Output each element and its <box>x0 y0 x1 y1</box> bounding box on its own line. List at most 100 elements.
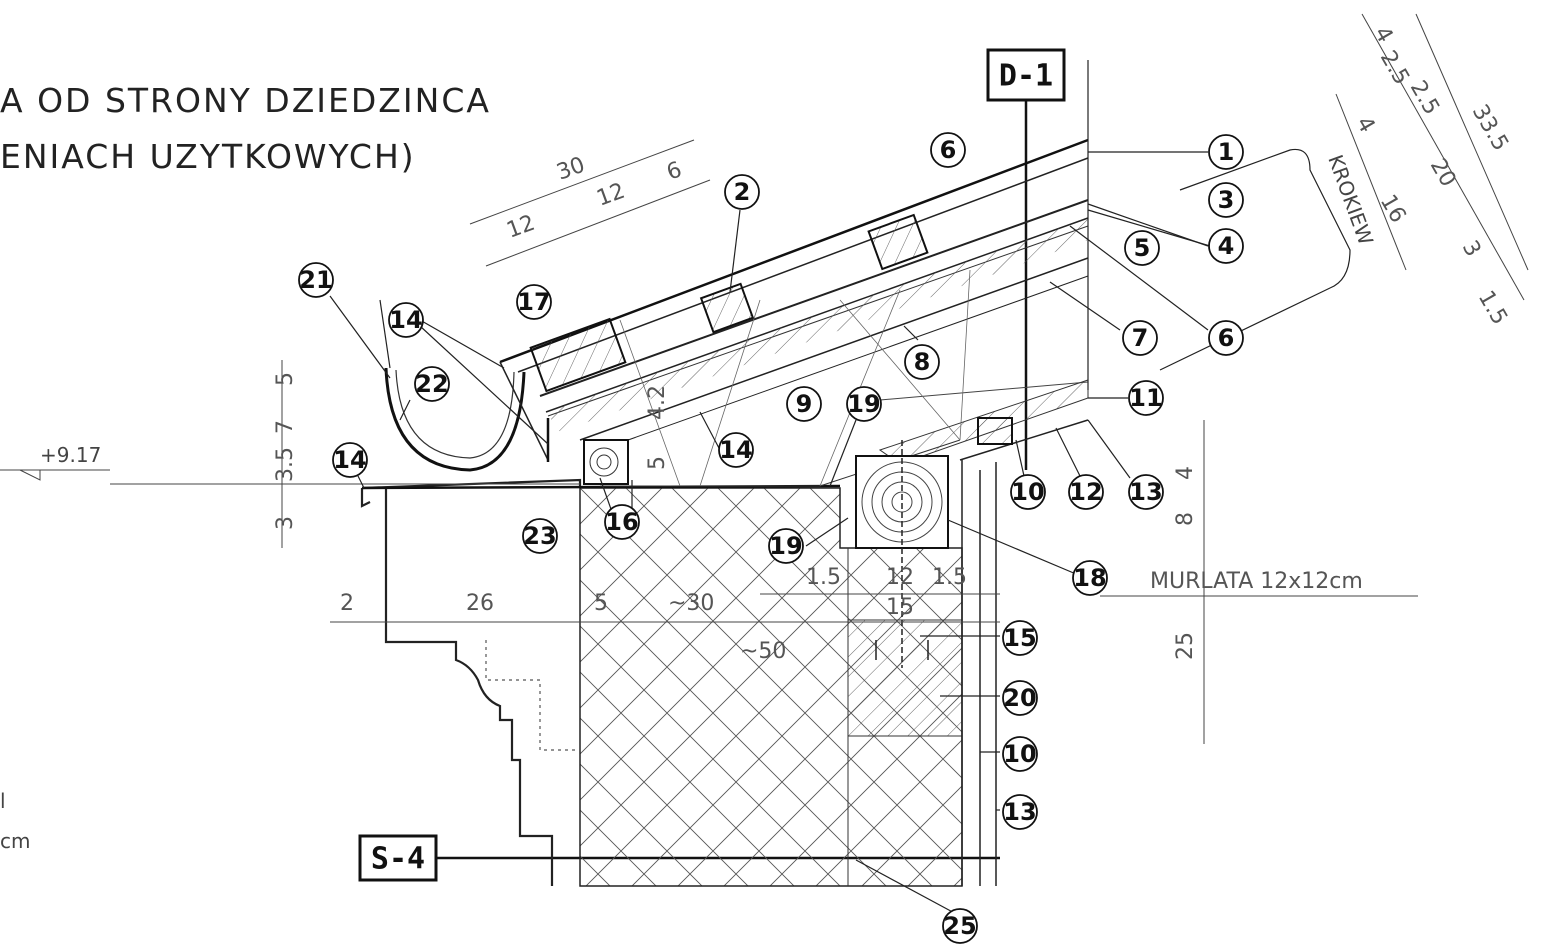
wall-plate-beam <box>855 440 949 668</box>
callout-1: 1 <box>1208 134 1244 170</box>
dim-right-20: 20 <box>1425 155 1461 192</box>
dim-bottom-2: 2 <box>340 591 354 616</box>
callout-23: 23 <box>522 518 558 554</box>
elevation-mark: +9.17 <box>40 443 101 467</box>
dim-12a: 12 <box>504 211 539 244</box>
section-tag-s4-label: S-4 <box>371 842 425 877</box>
dim-right-2-5a: 2.5 <box>1375 47 1414 90</box>
dim-right-4b: 4 <box>1351 113 1380 138</box>
svg-text:5: 5 <box>1134 234 1151 262</box>
callout-18: 18 <box>1072 560 1108 596</box>
callout-2: 2 <box>724 174 760 210</box>
dim-right-16: 16 <box>1375 191 1411 228</box>
dim-right-2-5b: 2.5 <box>1405 77 1444 120</box>
dim-right-v-25: 25 <box>1173 632 1198 660</box>
dim-right-3: 3 <box>1457 237 1486 262</box>
callout-16: 16 <box>604 504 640 540</box>
svg-text:17: 17 <box>517 288 550 316</box>
callout-5: 5 <box>1124 230 1160 266</box>
dim-beam-1-5a: 1.5 <box>806 565 841 590</box>
dim-eave-5: 5 <box>645 456 670 470</box>
dim-eave-4-2: 4.2 <box>645 385 670 420</box>
dim-left-5: 5 <box>273 372 298 386</box>
dim-beam-12: 12 <box>886 565 914 590</box>
callout-13-bottom: 13 <box>1002 794 1038 830</box>
dim-bottom-30: ~30 <box>668 591 714 616</box>
svg-text:13: 13 <box>1129 478 1162 506</box>
dim-left-7: 7 <box>273 420 298 434</box>
masonry-wall <box>551 487 963 887</box>
callout-20: 20 <box>1002 680 1038 716</box>
callout-7: 7 <box>1122 320 1158 356</box>
dim-beam-15: 15 <box>886 595 914 620</box>
section-tag-d1: D-1 <box>986 48 1066 470</box>
callout-8: 8 <box>904 344 940 380</box>
callout-14-upper: 14 <box>388 302 424 338</box>
svg-text:25: 25 <box>943 912 976 940</box>
svg-text:21: 21 <box>299 266 332 294</box>
edge-fragment-bottom: cm <box>0 829 30 853</box>
dim-right-v-8: 8 <box>1173 512 1198 526</box>
callout-22: 22 <box>414 366 450 402</box>
svg-text:2: 2 <box>734 178 751 206</box>
dimension-lines <box>0 13 1529 744</box>
dim-right-1-5: 1.5 <box>1473 287 1512 330</box>
svg-text:10: 10 <box>1003 740 1036 768</box>
dim-12b: 12 <box>594 179 629 212</box>
callout-15: 15 <box>1002 620 1038 656</box>
svg-text:4: 4 <box>1218 232 1235 260</box>
callout-17: 17 <box>516 284 552 320</box>
svg-text:6: 6 <box>940 136 957 164</box>
svg-text:3: 3 <box>1218 186 1235 214</box>
svg-text:22: 22 <box>415 370 448 398</box>
svg-text:19: 19 <box>769 532 802 560</box>
section-tag-d1-label: D-1 <box>999 59 1053 94</box>
callout-9: 9 <box>786 386 822 422</box>
dim-bottom-26: 26 <box>466 591 494 616</box>
svg-text:6: 6 <box>1218 324 1235 352</box>
callout-6-top: 6 <box>930 132 966 168</box>
svg-text:14: 14 <box>719 436 752 464</box>
svg-text:9: 9 <box>796 390 813 418</box>
svg-text:7: 7 <box>1132 324 1149 352</box>
rafter-label: KROKIEW <box>1323 152 1378 249</box>
dim-bottom-50: ~50 <box>740 639 786 664</box>
svg-text:16: 16 <box>605 508 638 536</box>
svg-text:18: 18 <box>1073 564 1106 592</box>
title-line-2: ENIACH UZYTKOWYCH) <box>0 137 416 176</box>
dim-left-3: 3 <box>273 516 298 530</box>
svg-text:11: 11 <box>1129 384 1162 412</box>
callout-21: 21 <box>298 262 334 298</box>
callout-10-bottom: 10 <box>1002 736 1038 772</box>
title-line-1: A OD STRONY DZIEDZINCA <box>0 81 491 120</box>
gutter <box>384 361 550 472</box>
dim-right-v-4: 4 <box>1173 466 1198 480</box>
dim-6: 6 <box>664 157 686 185</box>
svg-text:1: 1 <box>1218 138 1235 166</box>
svg-text:20: 20 <box>1003 684 1036 712</box>
dim-bottom-5: 5 <box>594 591 608 616</box>
svg-text:14: 14 <box>389 306 422 334</box>
dim-30: 30 <box>554 153 589 186</box>
svg-text:12: 12 <box>1069 478 1102 506</box>
callout-10-top: 10 <box>1010 474 1046 510</box>
svg-text:14: 14 <box>333 446 366 474</box>
callout-19-bottom: 19 <box>768 528 804 564</box>
callout-14-left: 14 <box>332 442 368 478</box>
beam-label: MURLATA 12x12cm <box>1150 569 1363 594</box>
callout-19-top: 19 <box>846 386 882 422</box>
svg-text:19: 19 <box>847 390 880 418</box>
dim-right-4: 4 <box>1369 23 1398 48</box>
callout-leaders <box>329 148 1351 917</box>
callout-12: 12 <box>1068 474 1104 510</box>
svg-text:10: 10 <box>1011 478 1044 506</box>
edge-fragment-top: l <box>0 789 6 813</box>
callout-6-right: 6 <box>1208 320 1244 356</box>
callout-14-middle: 14 <box>718 432 754 468</box>
callout-3: 3 <box>1208 182 1244 218</box>
svg-text:15: 15 <box>1003 624 1036 652</box>
svg-text:13: 13 <box>1003 798 1036 826</box>
callout-bubbles: 1 3 4 5 6 6 7 8 9 19 19 11 10 12 13 2 17… <box>298 132 1244 944</box>
callout-11: 11 <box>1128 380 1164 416</box>
